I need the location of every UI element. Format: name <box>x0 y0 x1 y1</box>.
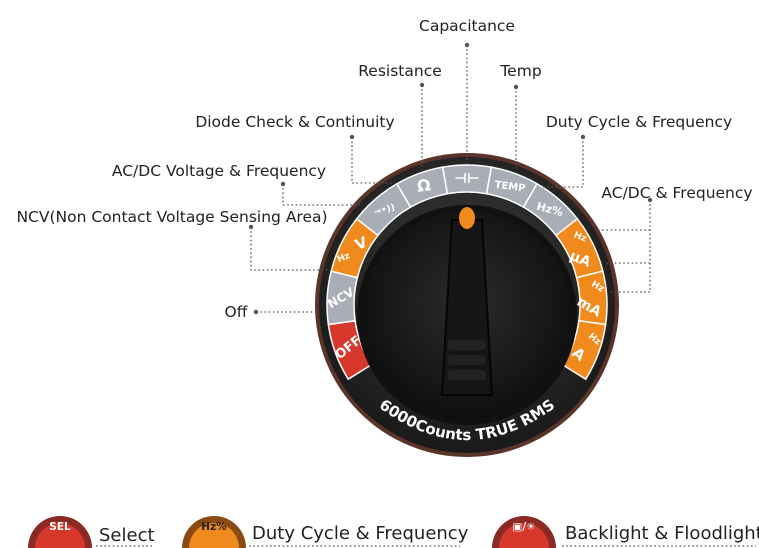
sel-legend-item: SEL Select <box>28 516 155 548</box>
leader-acdc-current <box>598 200 651 293</box>
seg-ohm-label: Ω <box>416 175 432 196</box>
leader-dot <box>513 84 519 90</box>
sel-key[interactable] <box>35 523 85 548</box>
seg-hz-label: Hz% <box>535 200 564 219</box>
hz-legend-item: Hz% Duty Cycle & Frequency <box>182 516 469 548</box>
leader-dot <box>419 82 425 88</box>
duty-cycle-label: Duty Cycle & Frequency <box>252 523 469 544</box>
seg-volt-label: Hz <box>336 251 352 265</box>
button-legend: SEL Select Hz% Duty Cycle & Frequency ▣/… <box>28 516 759 548</box>
callout-duty: Duty Cycle & Frequency <box>546 113 732 131</box>
leader-dot <box>464 42 470 48</box>
leader-dot <box>349 134 355 140</box>
callout-labels: Capacitance Resistance Temp Diode Check … <box>16 17 752 321</box>
callout-resistance: Resistance <box>358 62 442 80</box>
leader-dot <box>647 197 653 203</box>
seg-ua-label: µA <box>567 248 593 271</box>
callout-acdc-current: AC/DC & Frequency <box>601 184 752 202</box>
knob-ridge <box>448 355 486 365</box>
knob-grip[interactable] <box>440 219 494 396</box>
seg-temp-label: TEMP <box>494 180 526 195</box>
leader-dot <box>248 224 254 230</box>
leader-lines <box>248 42 653 315</box>
hz-key-label: Hz% <box>201 521 227 533</box>
knob-ridge <box>448 340 486 350</box>
rotary-knob[interactable] <box>357 205 577 425</box>
light-key-label: ▣/☀ <box>512 521 535 533</box>
callout-off: Off <box>225 303 248 321</box>
callout-diode: Diode Check & Continuity <box>195 113 394 131</box>
callout-capacitance: Capacitance <box>419 17 515 35</box>
seg-ua-label: Hz <box>572 230 588 244</box>
leader-dot <box>253 309 259 315</box>
knob-pointer-indicator <box>459 207 475 229</box>
backlight-label: Backlight & Floodlight <box>565 523 759 544</box>
seg-cap-label: ⊣⊢ <box>454 171 480 187</box>
callout-temp: Temp <box>499 62 541 80</box>
select-label: Select <box>99 525 155 546</box>
callout-ncv: NCV(Non Contact Voltage Sensing Area) <box>16 208 327 226</box>
callout-acdc-voltage: AC/DC Voltage & Frequency <box>112 162 326 180</box>
light-key[interactable] <box>499 523 549 548</box>
leader-acdc-voltage <box>282 184 360 206</box>
leader-ncv <box>250 227 332 271</box>
light-legend-item: ▣/☀ Backlight & Floodlight <box>492 516 759 548</box>
sel-key-label: SEL <box>49 521 71 533</box>
knob-ridge <box>448 370 486 380</box>
leader-dot <box>280 181 286 187</box>
leader-dot <box>580 134 586 140</box>
hz-key[interactable] <box>189 523 239 548</box>
